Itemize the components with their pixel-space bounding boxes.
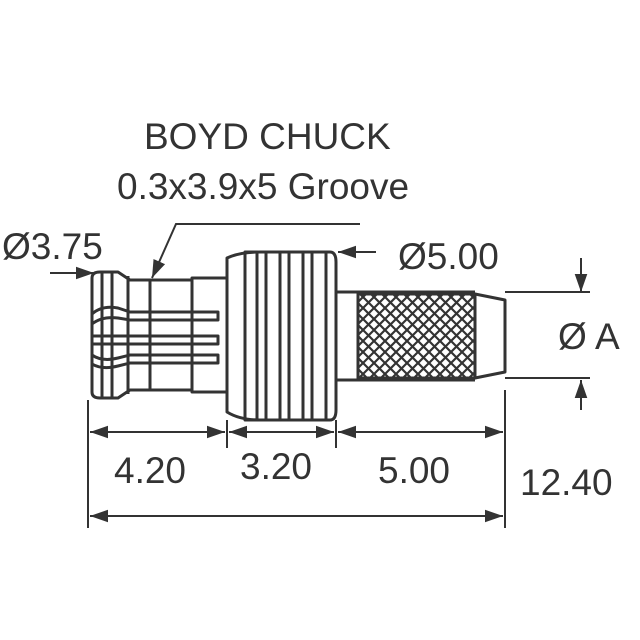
title-line-2: 0.3x3.9x5 Groove [117, 166, 410, 207]
collet-diameter-label: Ø3.75 [2, 226, 103, 267]
dimension-overall-length: 12.40 [520, 462, 613, 503]
knurled-section [334, 290, 507, 382]
dimension-segment-2: 3.20 [240, 446, 313, 487]
dimension-segment-3: 5.00 [378, 450, 451, 491]
dimension-segment-1: 4.20 [114, 450, 187, 491]
dimension-lines [87, 390, 506, 528]
body-diameter-label: Ø5.00 [398, 236, 499, 277]
grooved-body [225, 250, 338, 422]
collet-body [90, 270, 229, 400]
title-line-1: BOYD CHUCK [144, 116, 391, 157]
tip-diameter-label: Ø A [558, 316, 620, 357]
callout-lines [50, 223, 590, 410]
